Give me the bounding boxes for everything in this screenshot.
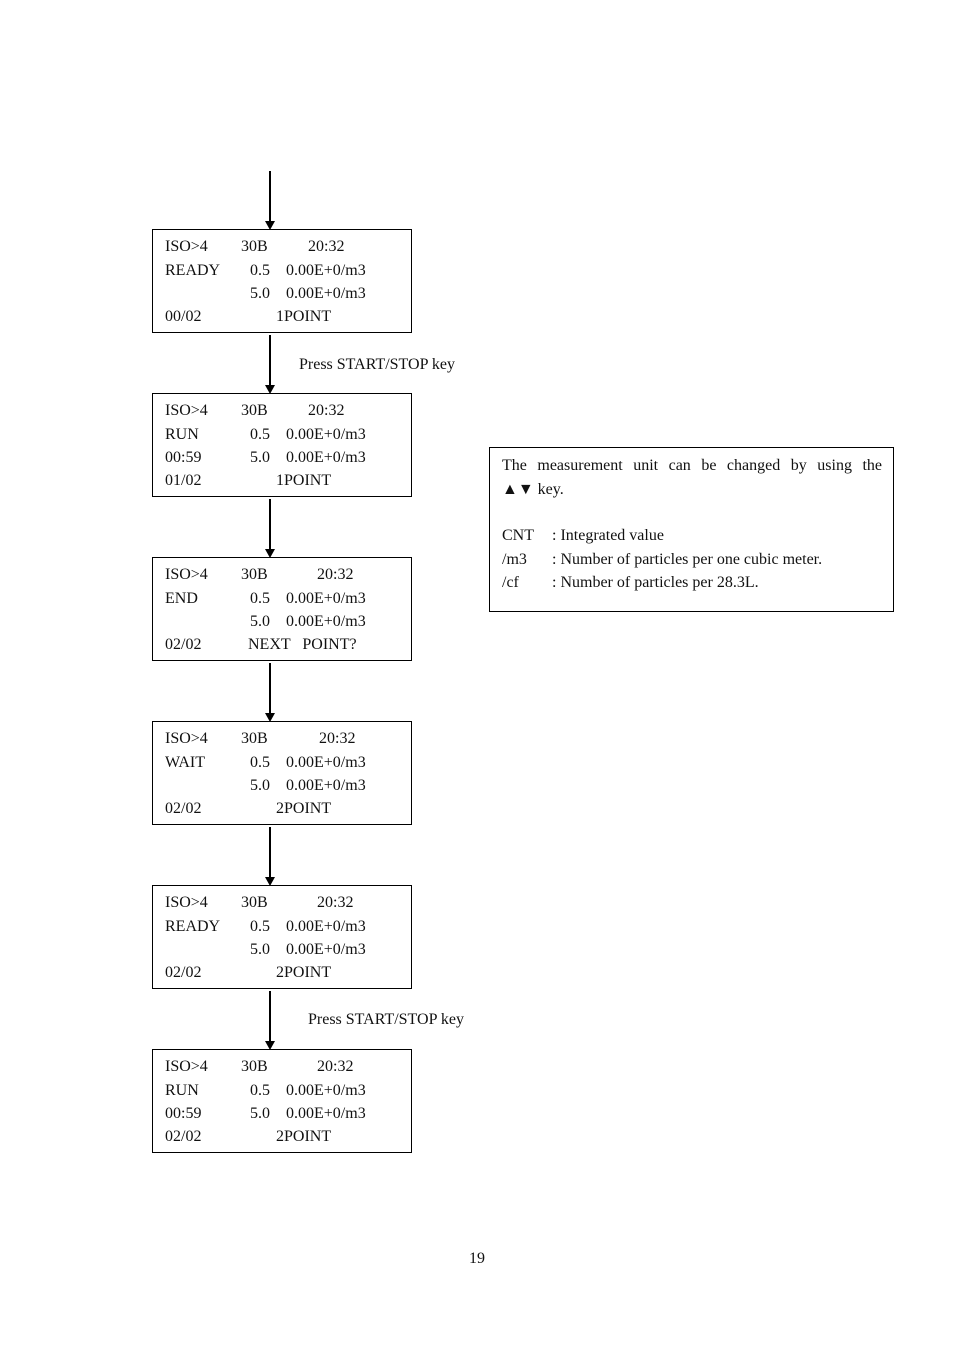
- screen-code: 30B: [241, 238, 268, 255]
- screen-time: 20:32: [308, 402, 345, 419]
- screen-mode: ISO>4: [165, 566, 208, 583]
- channel-value: 0.00E+0/m3: [286, 777, 366, 794]
- flow-line-1: [269, 335, 271, 387]
- screen-timer: 00:59: [165, 1105, 202, 1122]
- press-start-stop-note-2: Press START/STOP key: [308, 1011, 464, 1028]
- arrowhead-icon: [265, 549, 275, 558]
- display-screen-end: ISO>4 30B 20:32 END 0.5 0.00E+0/m3 5.0 0…: [152, 557, 412, 661]
- info-text-line-1: The measurement unit can be changed by u…: [502, 457, 882, 474]
- channel-size: 0.5: [250, 918, 270, 935]
- screen-mode: ISO>4: [165, 238, 208, 255]
- flow-line-4: [269, 827, 271, 879]
- channel-value: 0.00E+0/m3: [286, 285, 366, 302]
- screen-counter: 00/02: [165, 308, 202, 325]
- flow-line-3: [269, 663, 271, 715]
- legend-key-m3: /m3: [502, 551, 527, 568]
- screen-counter: 02/02: [165, 800, 202, 817]
- legend-key-cnt: CNT: [502, 527, 534, 544]
- arrowhead-icon: [265, 1041, 275, 1050]
- channel-value: 0.00E+0/m3: [286, 613, 366, 630]
- arrowhead-icon: [265, 877, 275, 886]
- screen-counter: 01/02: [165, 472, 202, 489]
- screen-next-point-prompt: NEXT POINT?: [248, 636, 357, 653]
- screen-code: 30B: [241, 730, 268, 747]
- legend-desc-cf: : Number of particles per 28.3L.: [552, 574, 759, 591]
- legend-desc-m3: : Number of particles per one cubic mete…: [552, 551, 823, 568]
- unit-info-box: The measurement unit can be changed by u…: [489, 447, 894, 612]
- channel-size: 0.5: [250, 426, 270, 443]
- screen-code: 30B: [241, 894, 268, 911]
- display-screen-run-2: ISO>4 30B 20:32 RUN 0.5 0.00E+0/m3 00:59…: [152, 1049, 412, 1153]
- channel-value: 0.00E+0/m3: [286, 754, 366, 771]
- screen-time: 20:32: [317, 566, 354, 583]
- channel-value: 0.00E+0/m3: [286, 918, 366, 935]
- channel-value: 0.00E+0/m3: [286, 1105, 366, 1122]
- channel-size: 5.0: [250, 1105, 270, 1122]
- screen-mode: ISO>4: [165, 402, 208, 419]
- display-screen-wait: ISO>4 30B 20:32 WAIT 0.5 0.00E+0/m3 5.0 …: [152, 721, 412, 825]
- channel-size: 0.5: [250, 1082, 270, 1099]
- channel-size: 0.5: [250, 754, 270, 771]
- flow-line-2: [269, 499, 271, 551]
- legend-key-cf: /cf: [502, 574, 519, 591]
- legend-desc-cnt: : Integrated value: [552, 527, 664, 544]
- screen-counter: 02/02: [165, 636, 202, 653]
- screen-time: 20:32: [317, 1058, 354, 1075]
- channel-size: 0.5: [250, 262, 270, 279]
- channel-size: 5.0: [250, 613, 270, 630]
- channel-value: 0.00E+0/m3: [286, 590, 366, 607]
- screen-status: RUN: [165, 1082, 199, 1099]
- screen-status: READY: [165, 918, 221, 935]
- screen-code: 30B: [241, 566, 268, 583]
- screen-status: WAIT: [165, 754, 205, 771]
- channel-size: 0.5: [250, 590, 270, 607]
- screen-timer: 00:59: [165, 449, 202, 466]
- screen-time: 20:32: [317, 894, 354, 911]
- screen-counter: 02/02: [165, 964, 202, 981]
- display-screen-run-1: ISO>4 30B 20:32 RUN 0.5 0.00E+0/m3 00:59…: [152, 393, 412, 497]
- page-number: 19: [469, 1250, 485, 1267]
- flow-line-5: [269, 991, 271, 1043]
- arrowhead-icon: [265, 713, 275, 722]
- channel-size: 5.0: [250, 777, 270, 794]
- info-text-line-2: ▲▼ key.: [502, 481, 564, 498]
- display-screen-ready-1: ISO>4 30B 20:32 READY 0.5 0.00E+0/m3 5.0…: [152, 229, 412, 333]
- screen-point: 2POINT: [276, 964, 332, 981]
- screen-point: 1POINT: [276, 308, 332, 325]
- channel-value: 0.00E+0/m3: [286, 1082, 366, 1099]
- screen-mode: ISO>4: [165, 1058, 208, 1075]
- screen-status: READY: [165, 262, 221, 279]
- screen-status: RUN: [165, 426, 199, 443]
- screen-time: 20:32: [308, 238, 345, 255]
- screen-mode: ISO>4: [165, 894, 208, 911]
- channel-value: 0.00E+0/m3: [286, 941, 366, 958]
- screen-status: END: [165, 590, 198, 607]
- channel-value: 0.00E+0/m3: [286, 426, 366, 443]
- screen-code: 30B: [241, 1058, 268, 1075]
- screen-code: 30B: [241, 402, 268, 419]
- screen-point: 1POINT: [276, 472, 332, 489]
- channel-size: 5.0: [250, 285, 270, 302]
- channel-value: 0.00E+0/m3: [286, 449, 366, 466]
- channel-size: 5.0: [250, 449, 270, 466]
- flow-line-entry: [269, 171, 271, 223]
- arrowhead-icon: [265, 385, 275, 394]
- press-start-stop-note-1: Press START/STOP key: [299, 356, 455, 373]
- channel-size: 5.0: [250, 941, 270, 958]
- screen-point: 2POINT: [276, 800, 332, 817]
- screen-mode: ISO>4: [165, 730, 208, 747]
- channel-value: 0.00E+0/m3: [286, 262, 366, 279]
- screen-time: 20:32: [319, 730, 356, 747]
- screen-counter: 02/02: [165, 1128, 202, 1145]
- screen-point: 2POINT: [276, 1128, 332, 1145]
- display-screen-ready-2: ISO>4 30B 20:32 READY 0.5 0.00E+0/m3 5.0…: [152, 885, 412, 989]
- arrowhead-icon: [265, 221, 275, 230]
